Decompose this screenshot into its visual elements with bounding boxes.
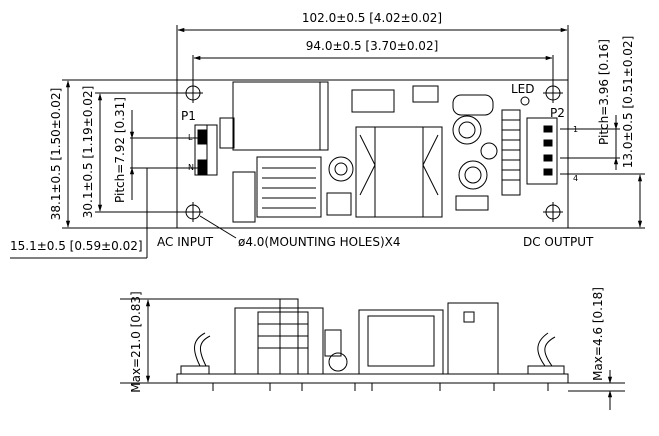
mounting-hole-top-left	[183, 83, 203, 103]
mounting-hole-bottom-left	[183, 202, 203, 222]
dc-output-label: DC OUTPUT	[523, 235, 594, 249]
mounting-hole-leader	[199, 215, 237, 239]
connector-p1	[194, 124, 218, 176]
input-capacitor	[219, 81, 329, 151]
hole-spacing-x-dim: 94.0±0.5 [3.70±0.02]	[306, 39, 439, 53]
overall-height-dim: 38.1±0.5 [1.50±0.02]	[49, 88, 63, 221]
side-input-capacitor	[234, 307, 324, 375]
side-small-capacitor	[328, 352, 348, 372]
p1-offset-dim: 15.1±0.5 [0.59±0.02]	[10, 239, 143, 253]
overall-width-dim: 102.0±0.5 [4.02±0.02]	[302, 11, 442, 25]
mounting-hole-bottom-right	[543, 202, 563, 222]
small-component	[455, 195, 489, 211]
side-small-component	[324, 329, 342, 357]
small-capacitor	[328, 156, 354, 182]
pcb-outline	[176, 79, 569, 229]
output-capacitor	[458, 160, 488, 190]
p1-pitch-dim: Pitch=7.92 [0.31]	[113, 97, 127, 203]
p2-offset-dim: 13.0±0.5 [0.51±0.02]	[621, 36, 635, 169]
mounting-holes-label: ø4.0(MOUNTING HOLES)X4	[238, 235, 401, 249]
side-connector-p2	[527, 332, 565, 375]
top-view	[10, 25, 645, 259]
connector-p2	[526, 117, 558, 185]
led-indicator	[520, 96, 530, 106]
small-component	[452, 94, 494, 116]
board-thickness-dim: Max=4.6 [0.18]	[591, 287, 605, 381]
max-height-dim: Max=21.0 [0.83]	[129, 291, 143, 392]
p2-pitch-dim: Pitch=3.96 [0.16]	[597, 39, 611, 145]
ac-input-label: AC INPUT	[157, 235, 214, 249]
mounting-hole-top-right	[543, 83, 563, 103]
component-block	[232, 171, 256, 223]
input-choke	[256, 156, 322, 218]
side-main-transformer	[358, 309, 444, 375]
side-heatsink	[447, 302, 499, 375]
pin-1-label: 1	[573, 125, 578, 134]
hole-spacing-y-dim: 30.1±0.5 [1.19±0.02]	[81, 86, 95, 219]
side-pcb	[176, 373, 569, 384]
pin-n-label: N	[188, 163, 194, 172]
side-view	[120, 298, 625, 410]
pin-4-label: 4	[573, 174, 578, 183]
output-heatsink	[501, 109, 521, 196]
led-label: LED	[511, 82, 535, 96]
small-capacitor	[480, 142, 498, 160]
connector-p1-label: P1	[181, 109, 196, 123]
pin-l-label: L	[188, 133, 193, 142]
side-choke	[257, 311, 309, 375]
connector-p2-label: P2	[550, 106, 565, 120]
output-capacitor	[452, 115, 482, 145]
main-transformer	[355, 126, 443, 218]
small-component	[351, 89, 395, 113]
small-component	[412, 85, 439, 103]
side-connector-p1	[180, 332, 211, 375]
small-component	[326, 192, 352, 216]
